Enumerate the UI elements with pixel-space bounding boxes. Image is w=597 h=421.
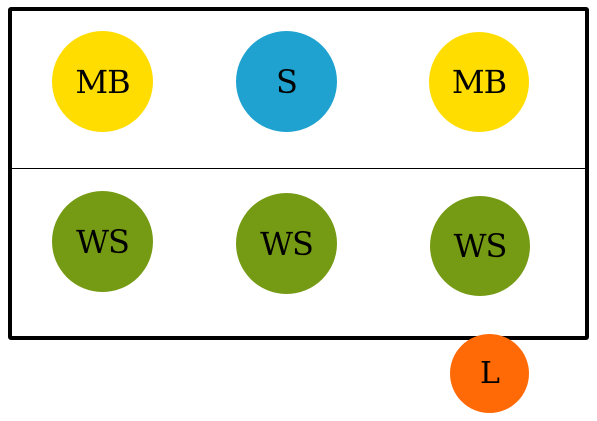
libero-player: L xyxy=(450,334,529,413)
player-label: WS xyxy=(260,224,314,263)
player-label: S xyxy=(276,62,298,101)
front-row-player-1: MB xyxy=(52,31,153,132)
front-row-player-2: S xyxy=(236,31,337,132)
back-row-player-1: WS xyxy=(52,191,153,292)
back-row-player-3: WS xyxy=(430,196,530,296)
player-label: L xyxy=(480,355,500,391)
court-boundary xyxy=(8,7,589,340)
player-label: WS xyxy=(76,222,130,261)
front-row-player-3: MB xyxy=(429,32,529,132)
center-line xyxy=(12,168,585,169)
player-label: MB xyxy=(75,62,130,101)
player-label: MB xyxy=(451,63,507,101)
back-row-player-2: WS xyxy=(236,193,337,294)
player-label: WS xyxy=(453,227,508,265)
